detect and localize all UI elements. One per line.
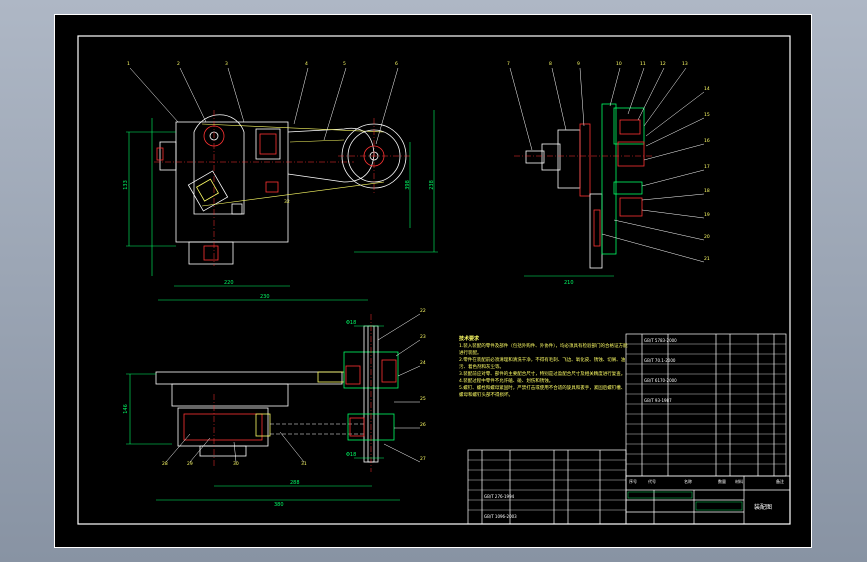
- part-number-label: 6: [395, 62, 398, 67]
- technical-requirements: 技术要求 1.装入装配的零件及部件（包括外购件、外协件），均必须具有检验部门的合…: [459, 336, 629, 399]
- part-number-label: 5: [343, 62, 346, 67]
- note-line: 2.零件在装配前必须清理和清洗干净，不得有毛刺、飞边、氧化皮、锈蚀、切屑、油污、…: [459, 358, 626, 370]
- column-header-code: 代号: [648, 479, 656, 484]
- parts-list-code: GB/T 1096-2003: [484, 514, 517, 519]
- parts-list-code: GB/T 93-1987: [644, 398, 672, 403]
- part-number-label: 26: [420, 423, 426, 428]
- drawing-border: [77, 35, 791, 525]
- note-line: 3.装配前应对零、部件的主要配合尺寸，特别是过盈配合尺寸及相关精度进行复查。: [459, 372, 626, 377]
- parts-list-code: GB/T 70.1-2000: [644, 358, 676, 363]
- parts-list-code: GB/T 6170-2000: [644, 378, 677, 383]
- column-header-material: 材料: [735, 479, 743, 484]
- dimension-text: Φ18: [346, 320, 357, 326]
- part-number-label: 16: [704, 139, 710, 144]
- part-number-label: 17: [704, 165, 710, 170]
- part-number-label: 19: [704, 213, 710, 218]
- part-number-label: 31: [301, 462, 307, 467]
- part-number-label: 25: [420, 397, 426, 402]
- dimension-text: 238: [428, 180, 435, 190]
- part-number-label: 3: [225, 62, 228, 67]
- part-number-label: 9: [577, 62, 580, 67]
- dimension-text: 230: [260, 294, 270, 300]
- side-view: [514, 103, 654, 277]
- column-header-note: 备注: [776, 479, 784, 484]
- part-number-label: 12: [660, 62, 666, 67]
- column-header-name: 名称: [684, 479, 692, 484]
- cad-drawing: [54, 14, 812, 548]
- part-number-label: 7: [507, 62, 510, 67]
- parts-list-code: GB/T 5783-2000: [644, 338, 677, 343]
- part-number-label: 23: [420, 335, 426, 340]
- parts-list-code: GB/T 276-1994: [484, 494, 515, 499]
- part-number-label: 2: [177, 62, 180, 67]
- note-line: 5.螺钉、螺栓和螺母紧固时，严禁打击或使用不合适的旋具和扳手，紧固后螺钉槽、螺母…: [459, 386, 626, 398]
- part-number-label: 11: [640, 62, 646, 67]
- part-number-label: 8: [549, 62, 552, 67]
- bottom-view-dimensions: [126, 325, 400, 501]
- front-view-leaders: [129, 67, 399, 145]
- note-line: 1.装入装配的零件及部件（包括外购件、外协件），均必须具有检验部门的合格证方能进…: [459, 344, 628, 356]
- bottom-view-leaders: [165, 313, 421, 463]
- part-number-label: 14: [704, 87, 710, 92]
- side-view-leaders: [509, 67, 705, 263]
- part-number-label: 4: [305, 62, 308, 67]
- drawing-sheet: 1 2 3 4 5 6 7 8 9 10 11 12 13 14 15 16 1…: [54, 14, 812, 548]
- dimension-text: 210: [564, 280, 574, 286]
- part-number-label: 13: [682, 62, 688, 67]
- part-number-label: 27: [420, 457, 426, 462]
- part-number-label: 18: [704, 189, 710, 194]
- dimension-text: 133: [122, 180, 129, 190]
- bottom-view: [155, 314, 399, 472]
- dimension-text: 398: [404, 180, 411, 190]
- part-number-label: 1: [127, 62, 130, 67]
- notes-title: 技术要求: [459, 336, 480, 342]
- front-view: [154, 110, 410, 266]
- part-number-label: 29: [187, 462, 193, 467]
- part-number-label: 32: [284, 200, 290, 205]
- dimension-text: 146: [122, 404, 129, 414]
- front-view-dimensions: [126, 110, 438, 301]
- dimension-text: 288: [290, 480, 300, 486]
- part-number-label: 28: [162, 462, 168, 467]
- part-number-label: 21: [704, 257, 710, 262]
- part-number-label: 20: [704, 235, 710, 240]
- column-header-qty: 数量: [718, 479, 726, 484]
- part-number-label: 10: [616, 62, 622, 67]
- parts-list-table: [467, 333, 791, 525]
- dimension-text: 220: [224, 280, 234, 286]
- part-number-label: 30: [233, 462, 239, 467]
- note-line: 4.装配过程中零件不允许磕、碰、划伤和锈蚀。: [459, 379, 554, 384]
- part-number-label: 22: [420, 309, 426, 314]
- part-number-label: 15: [704, 113, 710, 118]
- dimension-text: 380: [274, 502, 284, 508]
- drawing-title: 装配图: [754, 504, 773, 511]
- column-header-seq: 序号: [629, 479, 637, 484]
- part-number-label: 24: [420, 361, 426, 366]
- dimension-text: Φ18: [346, 452, 357, 458]
